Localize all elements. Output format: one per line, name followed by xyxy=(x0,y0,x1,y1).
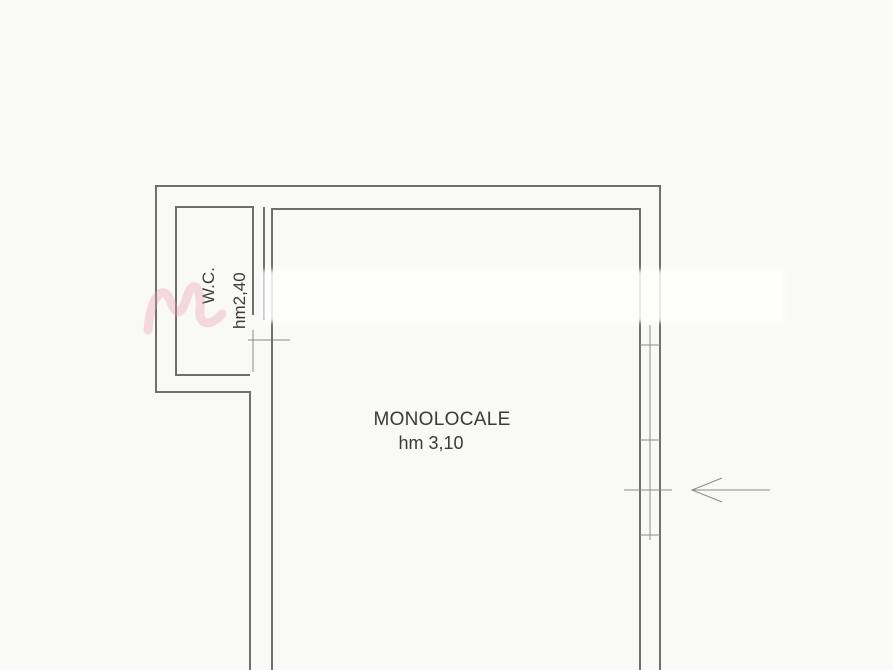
main-room-name: MONOLOCALE xyxy=(373,409,510,430)
watermark-logo xyxy=(143,282,227,335)
main-room-height: hm 3,10 xyxy=(398,433,463,453)
wc-room-name: W.C. xyxy=(199,267,218,304)
wc-inner-wall xyxy=(175,206,254,376)
watermark-band xyxy=(262,270,784,322)
outer-wall xyxy=(155,185,661,670)
wc-room-height: hm2,40 xyxy=(230,272,249,329)
arrow-left-icon xyxy=(690,477,770,503)
